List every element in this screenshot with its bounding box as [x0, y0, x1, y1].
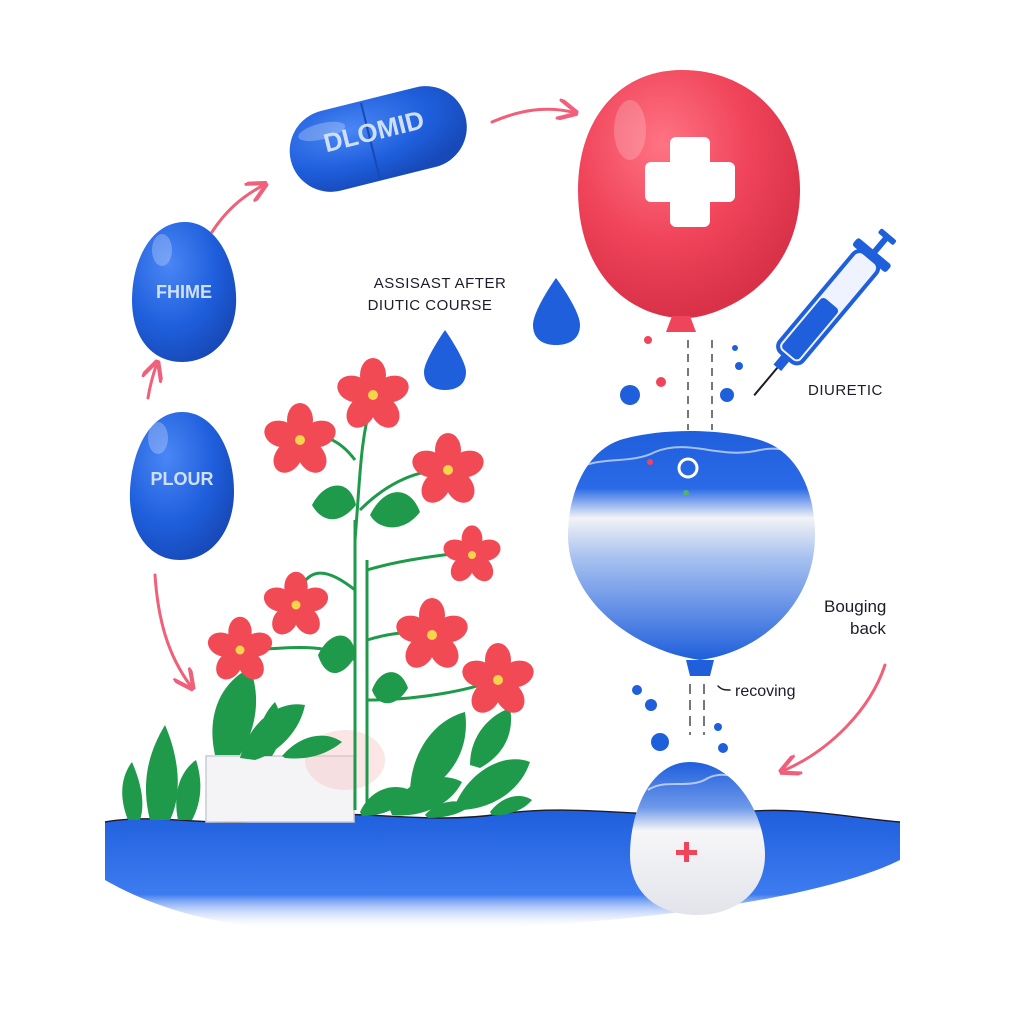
flower: [462, 643, 534, 713]
flow-arrows: [148, 109, 887, 770]
flower: [396, 598, 468, 668]
flower: [264, 403, 336, 473]
stem-leaves: [312, 485, 420, 704]
medical-cross-icon: [645, 137, 735, 227]
small-cross-icon: [676, 842, 697, 862]
egg-pill-upper: [132, 222, 237, 362]
ground-leaves: [122, 668, 532, 820]
flower: [443, 525, 501, 582]
bubbles: [620, 336, 743, 753]
recovering-tick: [717, 685, 731, 691]
flower: [337, 358, 409, 428]
water-drop-icon: [533, 278, 580, 345]
note-diuretic: DIURETIC: [808, 382, 883, 399]
note-center-line1: ASSISAST AFTER: [374, 275, 507, 292]
arrow-pill-to-plants: [153, 573, 190, 685]
flower: [412, 433, 484, 503]
note-bouncing-line1: Bouging: [824, 597, 886, 616]
syringe-icon: [753, 228, 897, 396]
water-drop-icon: [424, 330, 466, 390]
note-recovering: recoving: [735, 683, 795, 700]
water-stream: [689, 684, 705, 735]
note-bouncing-line2: back: [850, 619, 886, 638]
water-balloon: [568, 431, 815, 676]
pill-label-left-lower: PLOUR: [151, 469, 214, 489]
balloon-stream: [687, 340, 713, 430]
sea-water: [105, 810, 900, 931]
egg-pill-lower: [129, 412, 234, 560]
flower: [263, 571, 329, 635]
note-center-line2: DIUTIC COURSE: [368, 297, 493, 314]
flower: [207, 616, 273, 680]
arrow-lower-to-upper: [148, 366, 156, 400]
pill-label-left-upper: FHIME: [156, 282, 212, 302]
recovered-egg: [630, 762, 765, 915]
capsule-pill: [289, 86, 467, 192]
arrow-egg-to-pill: [210, 186, 262, 234]
arrow-back-to-egg: [785, 663, 887, 770]
arrow-pill-to-balloon: [490, 109, 572, 124]
